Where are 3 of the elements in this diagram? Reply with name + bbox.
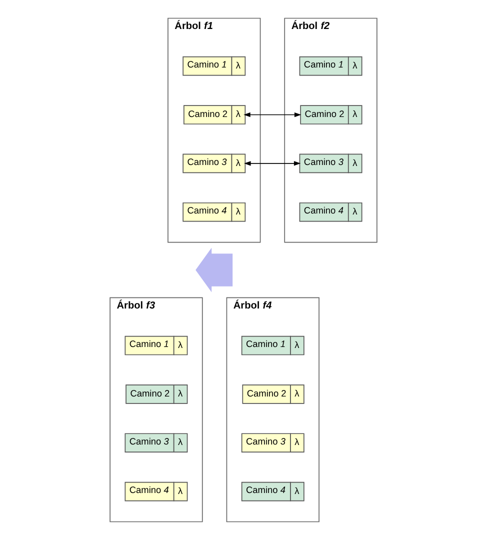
arrow — [243, 112, 301, 118]
arrow — [244, 161, 300, 166]
node-arrow — [195, 248, 232, 292]
